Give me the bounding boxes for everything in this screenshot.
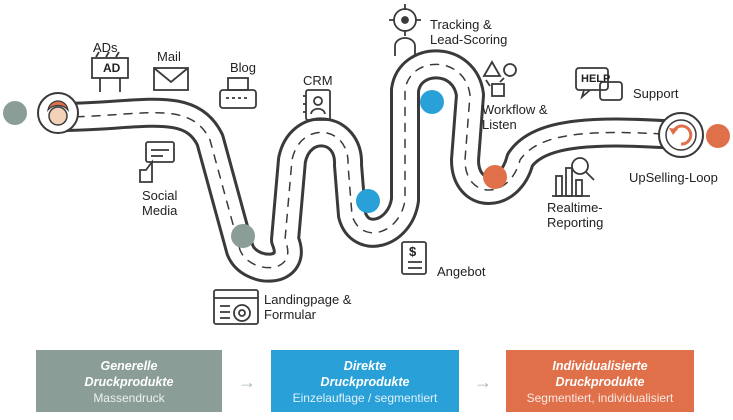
workflow-dot	[483, 165, 507, 189]
realtime-label-line1: Realtime-	[547, 200, 603, 215]
mail-label: Mail	[157, 49, 181, 64]
tracking-dot	[420, 90, 444, 114]
ads-label: ADs	[93, 40, 118, 55]
angebot-label: Angebot	[437, 264, 486, 279]
dollar-sign-text: $	[409, 244, 417, 259]
stage-title-line2: Druckprodukte	[84, 375, 174, 389]
upselling-label: UpSelling-Loop	[629, 170, 718, 185]
tracking-label-line1: Tracking &	[430, 17, 492, 32]
ads-sign-text: AD	[103, 61, 121, 75]
landingpage-label-line1: Landingpage &	[264, 292, 352, 307]
customer-avatar-icon	[37, 92, 79, 134]
help-sign-text: HELP	[581, 73, 611, 85]
arrow-right-icon: →	[238, 372, 256, 392]
stage-title-line1: Generelle	[100, 359, 158, 373]
workflow-label-line2: Listen	[482, 117, 517, 132]
workflow-icon	[482, 60, 517, 97]
address-book-icon	[303, 89, 331, 121]
stage-title-line2: Druckprodukte	[320, 375, 410, 389]
social-media-icon	[139, 141, 175, 183]
stage-subtitle: Einzelauflage / segmentiert	[292, 391, 438, 405]
billboard-icon	[91, 51, 129, 92]
end-dot	[706, 124, 730, 148]
blog-label: Blog	[230, 60, 257, 75]
stage-box-generic: Generelle Druckprodukte Massendruck	[36, 350, 222, 412]
stage-box-individual: Individualisierte Druckprodukte Segmenti…	[506, 350, 694, 412]
crm-dot	[356, 189, 380, 213]
reporting-chart-icon	[552, 157, 595, 197]
crm-label: CRM	[303, 73, 333, 88]
road-inner	[48, 52, 692, 280]
landingpage-form-icon	[213, 289, 259, 325]
landingpage-label-line2: Formular	[264, 307, 317, 322]
stage-subtitle: Massendruck	[93, 391, 165, 405]
stage-title-line2: Druckprodukte	[555, 375, 645, 389]
social-label-line2: Media	[142, 203, 178, 218]
workflow-label-line1: Workflow &	[482, 102, 548, 117]
quote-document-icon	[401, 241, 427, 275]
social-label-line1: Social	[142, 188, 178, 203]
target-person-icon	[389, 4, 421, 56]
upselling-loop-icon	[658, 112, 704, 158]
support-chat-icon	[575, 67, 623, 101]
start-dot	[3, 101, 27, 125]
road-center-line	[59, 63, 681, 269]
support-label: Support	[633, 86, 679, 101]
stage-title-line1: Direkte	[343, 359, 387, 373]
typewriter-icon	[219, 77, 257, 109]
arrow-right-icon: →	[474, 372, 492, 392]
tracking-label-line2: Lead-Scoring	[430, 32, 508, 47]
stage-subtitle: Segmentiert, individualisiert	[526, 391, 674, 405]
mail-icon	[153, 67, 189, 91]
stage-box-direct: Direkte Druckprodukte Einzelauflage / se…	[271, 350, 459, 412]
stage-title-line1: Individualisierte	[552, 359, 648, 373]
realtime-label-line2: Reporting	[547, 215, 604, 230]
landingpage-dot	[231, 224, 255, 248]
